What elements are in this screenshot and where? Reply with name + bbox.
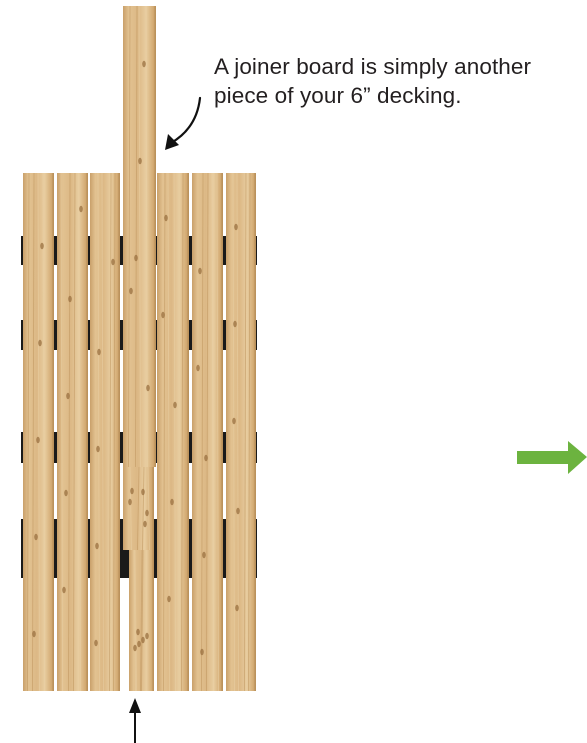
deck-board-6 bbox=[226, 173, 256, 691]
joiner-board-callout: A joiner board is simply another piece o… bbox=[214, 52, 586, 110]
short-board-lower bbox=[129, 550, 154, 691]
joiner-board-body bbox=[123, 6, 156, 467]
curved-arrow-icon bbox=[165, 98, 200, 150]
up-arrow-icon bbox=[129, 698, 141, 743]
callout-line-2: piece of your 6” decking. bbox=[214, 81, 586, 110]
deck-board-4 bbox=[157, 173, 189, 691]
callout-line-1: A joiner board is simply another bbox=[214, 52, 586, 81]
deck-board-2 bbox=[57, 173, 88, 691]
joiner-board bbox=[123, 6, 156, 467]
right-arrow-icon bbox=[517, 441, 587, 474]
deck-board-3 bbox=[90, 173, 120, 691]
deck-board-1 bbox=[23, 173, 54, 691]
deck-board-5 bbox=[192, 173, 223, 691]
short-board bbox=[123, 467, 154, 550]
